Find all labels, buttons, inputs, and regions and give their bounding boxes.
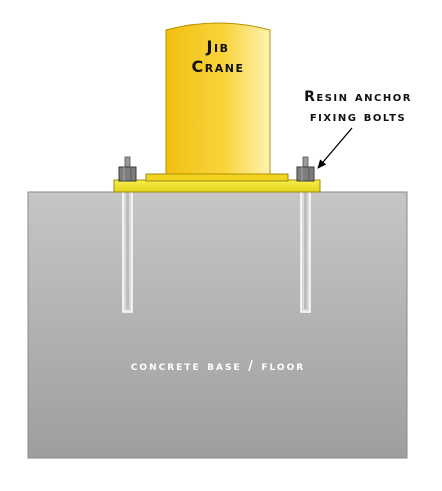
base-plate xyxy=(113,179,321,193)
base-label: concrete base / floor xyxy=(131,359,305,374)
anchor-bolt-left xyxy=(122,189,133,313)
bolt-nut-left xyxy=(118,156,137,182)
crane-label-line2: Crane xyxy=(192,57,245,76)
concrete-base xyxy=(27,191,408,459)
jib-crane-column xyxy=(165,22,271,175)
column-flange xyxy=(145,173,289,182)
bolts-label-line2: fixing bolts xyxy=(310,109,406,125)
bolt-nut-right xyxy=(296,156,315,182)
crane-label-line1: Jib xyxy=(206,37,230,56)
bolts-label-line1: Resin anchor xyxy=(304,89,412,105)
bolt-leader-arrow xyxy=(317,127,353,169)
anchor-bolt-right xyxy=(300,189,311,313)
